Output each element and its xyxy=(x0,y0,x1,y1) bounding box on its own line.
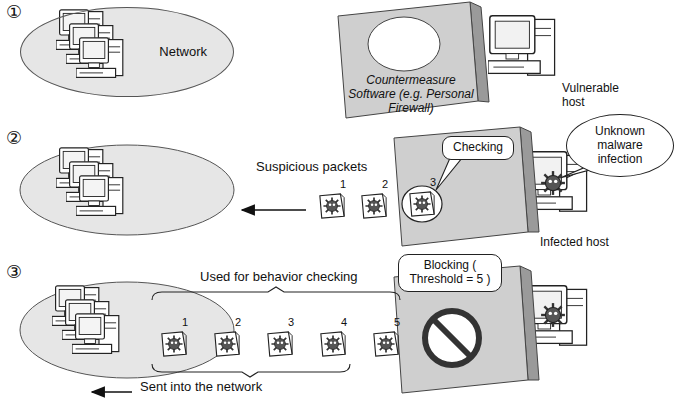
node-text: Unknown malware infection xyxy=(579,125,661,166)
packet-number: 2 xyxy=(235,316,241,329)
callout-bubble: Unknown malware infection xyxy=(566,114,674,177)
network-ellipse: Network xyxy=(20,7,234,97)
packet-number: 1 xyxy=(340,178,346,191)
packet-number: 2 xyxy=(382,178,388,191)
step-number: ② xyxy=(6,128,22,149)
packet-number: 1 xyxy=(182,316,188,329)
bracket-label: Used for behavior checking xyxy=(200,270,358,285)
step-number: ③ xyxy=(6,262,22,283)
packets-label: Suspicious packets xyxy=(256,160,367,175)
callout-bubble: Checking xyxy=(442,136,514,160)
bracket-label: Sent into the network xyxy=(140,380,262,395)
packet-number: 3 xyxy=(430,176,436,189)
packet-number: 4 xyxy=(341,316,347,329)
packet-number: 5 xyxy=(394,316,400,329)
packet-number: 3 xyxy=(288,316,294,329)
host-label: Infected host xyxy=(540,236,609,250)
node-text: Blocking ( Threshold = 5 ) xyxy=(405,259,495,287)
host-label: Vulnerable host xyxy=(562,82,632,110)
node-text: Checking xyxy=(453,141,503,155)
step-number: ① xyxy=(6,2,22,23)
node-text: Network xyxy=(159,45,207,60)
status-box: Blocking ( Threshold = 5 ) xyxy=(398,254,502,292)
component-label: Countermeasure Software (e.g. Personal F… xyxy=(348,74,474,115)
